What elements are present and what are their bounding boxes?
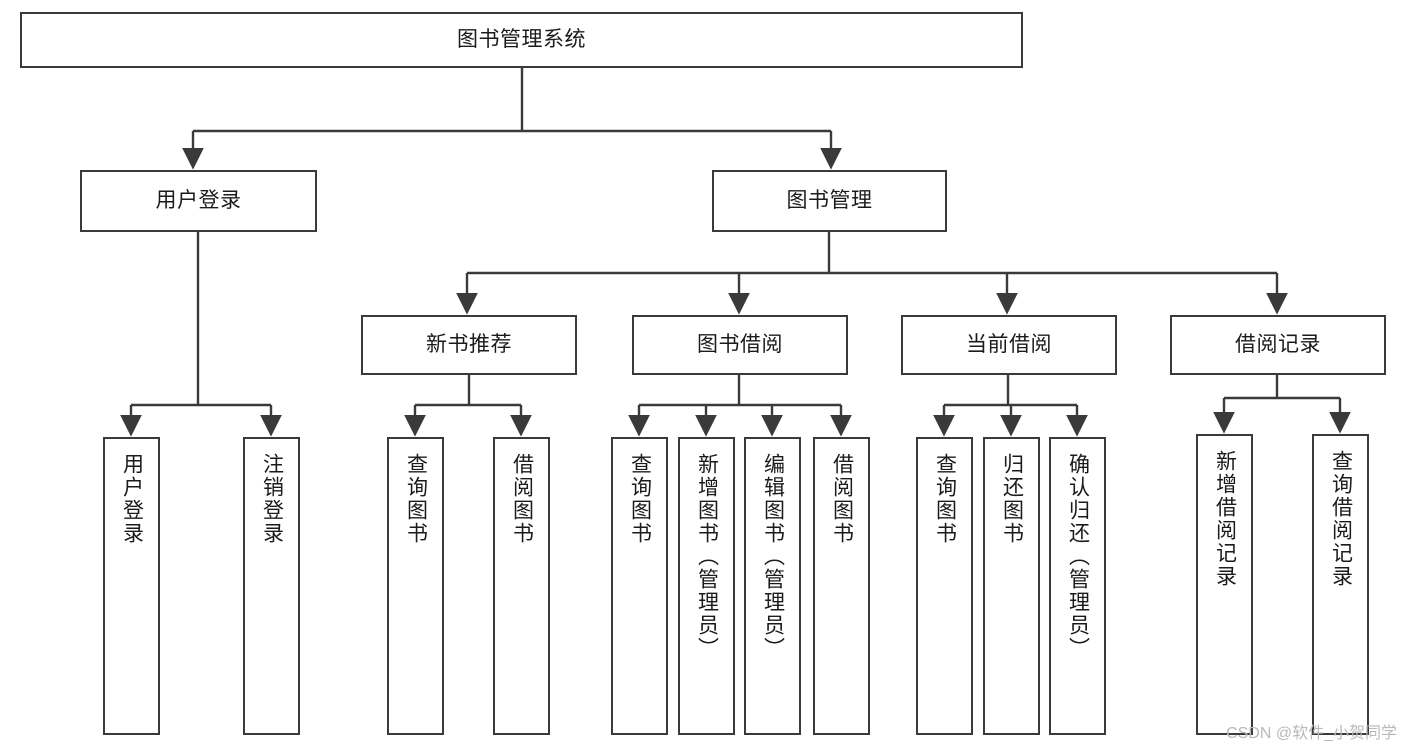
node-leaf-user-login[interactable]: 用户登录	[103, 437, 160, 735]
node-leaf-borrow-book-1[interactable]: 借阅图书	[493, 437, 550, 735]
node-leaf-query-book-3-label: 查询图书	[933, 453, 957, 545]
node-user-login-label: 用户登录	[155, 188, 242, 212]
node-leaf-logout-label: 注销登录	[260, 453, 284, 545]
node-new-book-recommend-label: 新书推荐	[426, 332, 512, 356]
node-leaf-borrow-book-2-label: 借阅图书	[830, 453, 854, 545]
node-leaf-edit-book-label: 编辑图书（管理员）	[761, 453, 785, 660]
node-leaf-query-book-1-label: 查询图书	[404, 453, 428, 545]
node-user-login[interactable]: 用户登录	[80, 170, 317, 232]
node-root[interactable]: 图书管理系统	[20, 12, 1023, 68]
node-leaf-edit-book[interactable]: 编辑图书（管理员）	[744, 437, 801, 735]
node-leaf-query-book-2-label: 查询图书	[628, 453, 652, 545]
node-leaf-add-book-label: 新增图书（管理员）	[695, 453, 719, 660]
csdn-watermark: CSDN @软件_小贺同学	[1226, 725, 1397, 742]
node-leaf-user-login-label: 用户登录	[120, 453, 144, 545]
node-leaf-borrow-book-1-label: 借阅图书	[510, 453, 534, 545]
node-leaf-query-book-3[interactable]: 查询图书	[916, 437, 973, 735]
node-leaf-confirm-return-label: 确认归还（管理员）	[1066, 453, 1090, 660]
node-current-borrow-label: 当前借阅	[966, 332, 1052, 356]
node-leaf-borrow-book-2[interactable]: 借阅图书	[813, 437, 870, 735]
node-borrow-record-label: 借阅记录	[1235, 332, 1321, 356]
node-leaf-add-record[interactable]: 新增借阅记录	[1196, 434, 1253, 735]
node-leaf-query-book-2[interactable]: 查询图书	[611, 437, 668, 735]
node-root-label: 图书管理系统	[457, 27, 586, 51]
node-leaf-add-record-label: 新增借阅记录	[1213, 450, 1237, 588]
node-leaf-query-record[interactable]: 查询借阅记录	[1312, 434, 1369, 735]
node-current-borrow[interactable]: 当前借阅	[901, 315, 1117, 375]
node-leaf-logout[interactable]: 注销登录	[243, 437, 300, 735]
node-leaf-confirm-return[interactable]: 确认归还（管理员）	[1049, 437, 1106, 735]
node-leaf-query-record-label: 查询借阅记录	[1329, 450, 1353, 588]
node-book-borrow-label: 图书借阅	[697, 332, 783, 356]
node-leaf-add-book[interactable]: 新增图书（管理员）	[678, 437, 735, 735]
node-new-book-recommend[interactable]: 新书推荐	[361, 315, 577, 375]
node-book-manage[interactable]: 图书管理	[712, 170, 947, 232]
node-leaf-query-book-1[interactable]: 查询图书	[387, 437, 444, 735]
node-leaf-return-book[interactable]: 归还图书	[983, 437, 1040, 735]
node-borrow-record[interactable]: 借阅记录	[1170, 315, 1386, 375]
node-leaf-return-book-label: 归还图书	[1000, 453, 1024, 545]
node-book-borrow[interactable]: 图书借阅	[632, 315, 848, 375]
node-book-manage-label: 图书管理	[786, 188, 873, 212]
